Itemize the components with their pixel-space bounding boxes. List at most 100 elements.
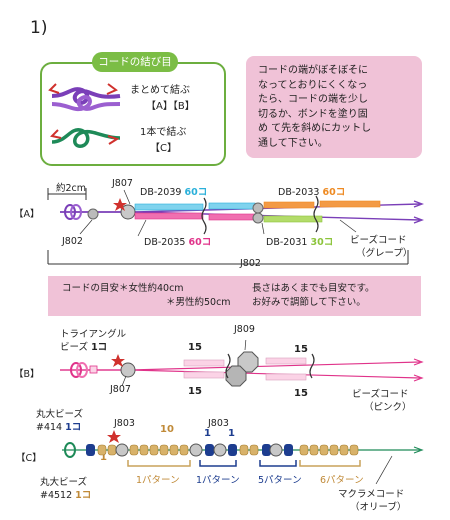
pattern-label-1: 1パターン [136,475,180,486]
navy-bead-b [228,444,237,456]
gold-beads-row-1 [97,444,117,456]
knot-illustrations [48,83,121,148]
navy-bead-a [205,444,214,456]
navy-bead-d [284,444,293,456]
break-mark-1 [201,197,207,235]
section-a-tag: 【A】 [14,209,40,220]
pink-beads-top-left [183,359,225,367]
cord-label-a-1: ビーズコード [350,235,407,246]
spacer-bead-c1 [189,443,203,457]
count-one-c: 1 [100,452,107,463]
j809-bead-top [237,351,259,373]
j802-label-left: J802 [62,236,83,247]
cord-tip-note: コードの端がぼそぼそに なってとおりにくくなっ たら、コードの端を少し 切るか、… [246,56,422,158]
db2033-beads-right [319,200,381,208]
pink-beads-top-right [265,357,307,365]
db2039-beads-left [134,203,204,211]
triangle-bead-label-2: ビーズ 1コ [60,342,108,353]
db2033-beads-left [263,201,315,209]
navy-bead-414 [86,444,95,456]
j807-bead-b [120,362,136,378]
db2033-label: DB-2033 60コ [278,187,346,198]
note-line: なってとおりにくくなっ [258,79,368,91]
spacer-bead-bottom [252,212,264,224]
info-line-1: コードの目安＊女性約40cm [62,283,184,294]
db2039-label: DB-2039 60コ [140,187,208,198]
pink-beads-bottom-left [183,371,225,379]
pattern-bracket-4 [299,460,361,467]
star-mark-b [111,354,125,367]
j807-label-a: J807 [112,178,133,189]
knot-end-c [64,442,76,458]
db2031-beads [263,215,323,223]
count-top-left: 15 [188,342,202,353]
maru-414-label-1: 丸大ビーズ [36,409,84,420]
cord-label-c-2: （オリーブ） [350,502,407,513]
section-c-tag: 【C】 [16,453,42,464]
j807-bead-a [120,204,136,220]
count-one-b: 1 [228,428,235,439]
db2039-beads-right [208,202,256,210]
info-right-2: お好みで調節して下さい。 [252,297,366,308]
note-line: たら、コードの端を少し [258,94,368,105]
count-bottom-right: 15 [294,388,308,399]
cord-length-info: コードの目安＊女性約40cm ＊男性約50cm 長さはあくまでも目安です。 お好… [48,276,421,316]
pattern-label-2: 1パターン [196,475,240,486]
strand-b-diagram [60,340,424,387]
note-line: め て先を斜めにカットし [258,123,372,134]
j803-label-left: J803 [114,418,135,429]
star-mark-c [107,430,121,443]
pattern-bracket-3 [259,460,297,467]
note-line: コードの端がぼそぼそに [258,65,368,76]
knot-ends-b [70,362,88,378]
gold-beads-row-4 [299,444,359,456]
count-one-a: 1 [204,428,211,439]
count-bottom-left: 15 [188,386,202,397]
db2031-label: DB-2031 30コ [266,237,334,248]
cord-label-c-1: マクラメコード [338,489,405,500]
break-mark-4 [309,353,315,379]
gold-beads-row-2 [129,444,189,456]
knot-ends-a [64,204,82,220]
pink-beads-bottom-right [265,373,307,381]
j803-bead-1 [115,443,129,457]
count-ten: 10 [160,424,174,435]
cord-label-b-1: ビーズコード [352,389,409,400]
break-mark-3 [225,353,231,379]
spacer-bead-c2 [269,443,283,457]
pattern-label-3: 5パターン [258,475,302,486]
maru-4512-label-1: 丸大ビーズ [40,477,88,488]
single-knot-icon [50,128,121,148]
count-top-right: 15 [294,344,308,355]
note-line: 通して下さい。 [258,137,328,149]
strand-a-diagram [47,188,424,265]
maru-414-label-2: #414 1コ [36,422,82,433]
step-number: 1) [30,18,48,38]
pattern-label-4: 6パターン [320,475,364,486]
single-knot-text: 1本で結ぶ [140,127,187,138]
strand-c-diagram [62,430,424,484]
double-knot-icon [48,83,121,112]
j802-bead-left [87,208,99,220]
single-knot-ref: 【C】 [150,143,177,154]
db2035-beads-left [134,212,204,220]
maru-4512-label-2: #4512 1コ [40,490,92,501]
gold-beads-row-3 [239,444,259,456]
note-line: 切るか、ボンドを塗り固 [258,108,368,120]
cord-label-a-2: （グレープ） [356,248,413,259]
j803-label-right: J803 [208,418,229,429]
j809-bead-bottom [225,365,247,387]
j807-label-b: J807 [110,384,131,395]
triangle-bead-label-1: トライアングル [60,329,127,340]
db2035-label: DB-2035 60コ [144,237,212,248]
info-line-2: ＊男性約50cm [166,297,231,308]
db2035-beads-right [208,213,256,221]
triangle-bead [89,365,98,374]
navy-bead-c [262,444,271,456]
break-mark-2 [313,195,319,233]
j803-bead-2 [213,443,227,457]
together-knot-refs: 【A】【B】 [146,101,195,112]
j809-label: J809 [234,324,255,335]
info-right-1: 長さはあくまでも目安です。 [252,283,375,294]
spacer-bead-top [252,202,264,214]
